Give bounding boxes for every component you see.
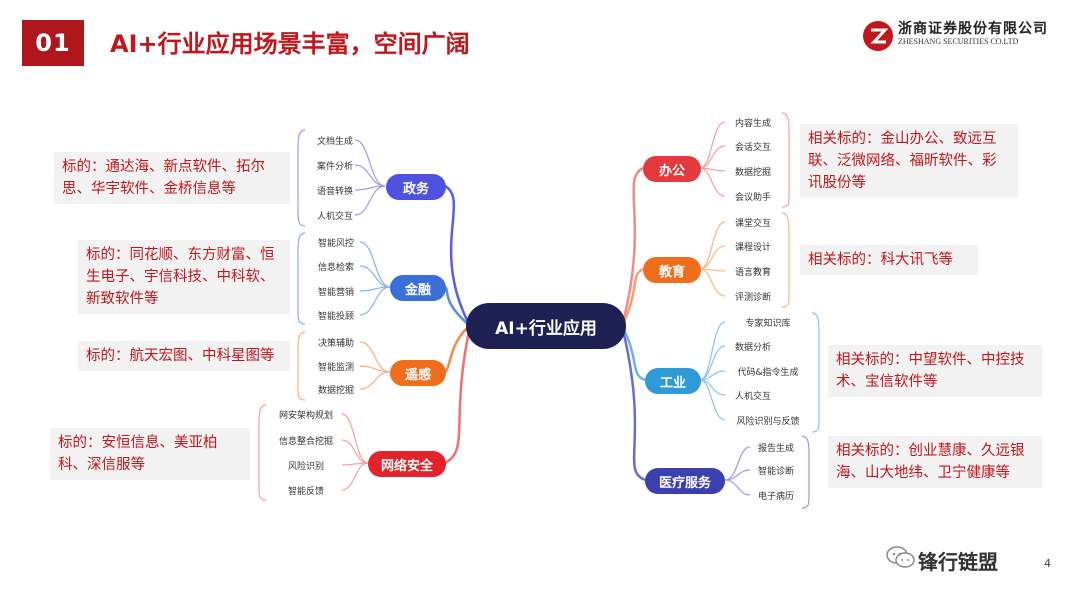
leaf-jiaoyu-3: 语言教育: [734, 268, 771, 278]
leaf-gongye-5: 风险识别与反馈: [736, 417, 800, 427]
page-title: AI+行业应用场景丰富，空间广阔: [110, 30, 470, 58]
leaf-gongye-2: 数据分析: [734, 343, 771, 353]
note-wangan: 标的：安恒信息、美亚柏科、深信服等: [50, 428, 250, 480]
wechat-icon: [886, 546, 915, 568]
page-number: 4: [1044, 557, 1051, 570]
leaf-gongye-3: 代码&指令生成: [737, 368, 799, 378]
branch-wangluoanquan: 网络安全: [368, 451, 446, 477]
leaf-wangan-4: 智能反馈: [287, 487, 324, 497]
company-logo: 浙商证券股份有限公司 ZHESHANG SECURITIES CO.LTD: [862, 18, 1062, 58]
leaf-jiaoyu-4: 评测诊断: [734, 293, 771, 303]
leaf-jiaoyu-1: 课堂交互: [734, 219, 771, 229]
note-jiaoyu: 相关标的：科大讯飞等: [800, 245, 978, 275]
leaf-yaogan-3: 数据挖掘: [317, 386, 354, 396]
leaf-bangong-1: 内容生成: [734, 119, 771, 129]
leaf-wangan-1: 网安架构规划: [278, 411, 333, 421]
branch-zhengwu: 政务: [386, 174, 446, 200]
company-name-en: ZHESHANG SECURITIES CO.LTD: [898, 37, 1019, 46]
leaf-zhengwu-2: 案件分析: [316, 162, 353, 172]
leaf-gongye-1: 专家知识库: [745, 319, 791, 329]
leaf-zhengwu-4: 人机交互: [316, 212, 353, 222]
leaf-yaogan-1: 决策辅助: [317, 339, 354, 349]
leaf-zhengwu-3: 语音转换: [316, 187, 353, 197]
footer-brand: 锋行链盟: [918, 550, 998, 574]
branch-jinrong: 金融: [390, 275, 446, 301]
leaf-jinrong-2: 信息检索: [317, 263, 354, 273]
branch-yaogan: 遥感: [390, 360, 446, 386]
section-number: 01: [22, 20, 84, 66]
leaf-bangong-4: 会议助手: [734, 193, 771, 203]
leaf-bangong-2: 会话交互: [734, 143, 771, 153]
leaf-wangan-3: 风险识别: [287, 462, 324, 472]
branch-gongye: 工业: [645, 368, 701, 394]
note-bangong: 相关标的：金山办公、致远互联、泛微网络、福昕软件、彩讯股份等: [800, 124, 1018, 198]
leaf-jiaoyu-2: 课程设计: [734, 243, 771, 253]
branch-jiaoyu: 教育: [643, 257, 701, 283]
company-name-cn: 浙商证券股份有限公司: [898, 21, 1048, 37]
leaf-zhengwu-1: 文档生成: [316, 137, 353, 147]
leaf-jinrong-4: 智能投顾: [317, 312, 354, 322]
leaf-yiliao-3: 电子病历: [757, 492, 794, 502]
leaf-jinrong-1: 智能风控: [317, 239, 354, 249]
leaf-jinrong-3: 智能营销: [317, 288, 354, 298]
leaf-yiliao-2: 智能诊断: [757, 467, 794, 477]
leaf-yaogan-2: 智能监测: [317, 363, 354, 373]
leaf-gongye-4: 人机交互: [734, 392, 771, 402]
note-yaogan: 标的：航天宏图、中科星图等: [78, 341, 290, 371]
leaf-bangong-3: 数据挖掘: [734, 168, 771, 178]
note-gongye: 相关标的：中望软件、中控技术、宝信软件等: [828, 345, 1042, 397]
note-zhengwu: 标的：通达海、新点软件、拓尔思、华宇软件、金桥信息等: [54, 152, 290, 204]
center-node: AI+行业应用: [466, 303, 626, 349]
branch-bangong: 办公: [643, 156, 701, 182]
leaf-wangan-2: 信息整合挖掘: [278, 437, 333, 447]
zheshang-logo-icon: [863, 21, 893, 51]
branch-yiliao: 医疗服务: [645, 468, 725, 494]
note-yiliao: 相关标的：创业慧康、久远银海、山大地纬、卫宁健康等: [828, 436, 1042, 488]
leaf-yiliao-1: 报告生成: [757, 444, 794, 454]
note-jinrong: 标的：同花顺、东方财富、恒生电子、宇信科技、中科软、新致软件等: [78, 240, 290, 314]
